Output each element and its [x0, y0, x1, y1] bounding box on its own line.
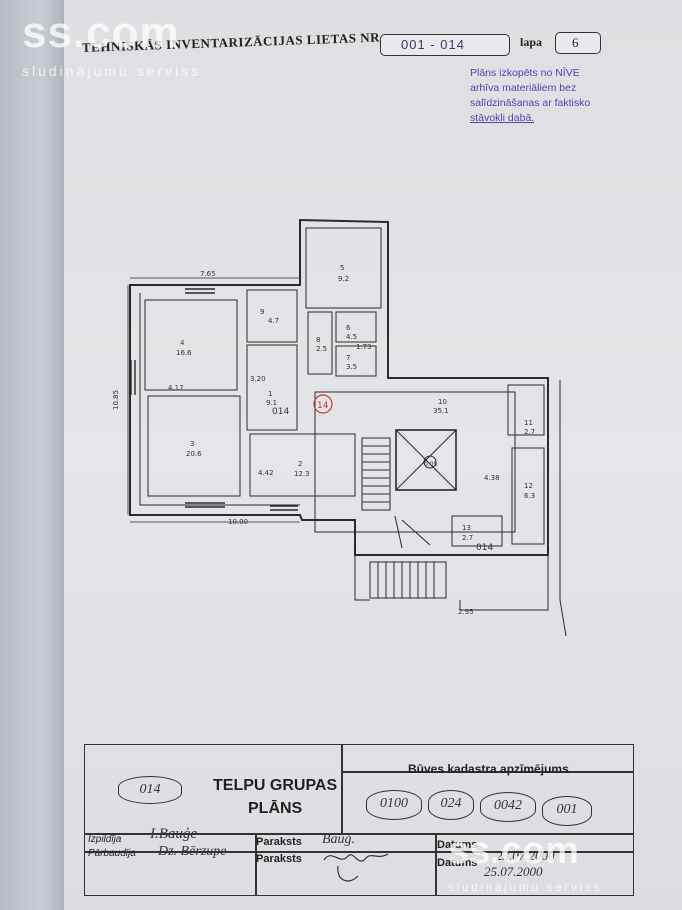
room-3-label: 3 — [190, 440, 194, 448]
stair-core — [395, 429, 457, 491]
stamp-line: arhīva materiāliem bez — [470, 82, 577, 94]
cadastre-part-3: 0042 — [480, 792, 536, 822]
watermark-tagline-top: sludinājumu serviss — [22, 63, 202, 79]
dimension-417: 4.17 — [168, 384, 184, 392]
watermark-logo-bottom: ss.com — [448, 830, 579, 872]
room-4 — [144, 299, 238, 391]
room-4-label: 4 — [180, 339, 185, 347]
watermark-tagline-bottom: sludinājumu serviss — [448, 880, 603, 894]
stamp-line: stāvokli dabā. — [470, 112, 535, 124]
group-subtitle: PLĀNS — [248, 800, 303, 817]
room-11-label: 11 — [524, 419, 533, 427]
room-2-area: 12.3 — [294, 470, 310, 478]
room-13-label: 13 — [462, 524, 471, 532]
marked-room-number: 14 — [317, 401, 329, 411]
room-7 — [335, 345, 377, 377]
room-10 — [314, 391, 516, 533]
page-label: lapa — [520, 35, 543, 49]
room-5-area: 9.2 — [338, 275, 349, 283]
page-number: 6 — [572, 35, 579, 50]
group-014-label-2: 014 — [476, 543, 493, 553]
room-6-label: 6 — [346, 324, 351, 332]
room-7-area: 3.5 — [346, 363, 357, 371]
dimension-top: 7.65 — [200, 270, 216, 278]
room-8-label: 8 — [316, 336, 320, 344]
executed-by-name: I.Bauģe — [150, 826, 198, 842]
room-12 — [511, 447, 545, 545]
dimension-stair: 0.05 — [424, 461, 438, 468]
document-page — [64, 0, 682, 910]
room-8-area: 2.5 — [316, 345, 327, 353]
watermark-logo-top: ss.com — [22, 8, 180, 57]
room-1 — [246, 344, 298, 431]
signature-label-1: Paraksts — [256, 836, 302, 848]
cadastre-label: Būves kadastra apzīmējums — [408, 762, 569, 776]
cadastre-part-4: 001 — [542, 796, 592, 826]
room-13 — [451, 515, 503, 547]
checked-by-name: Dz. Bērzupe — [158, 844, 227, 859]
room-3 — [147, 395, 241, 497]
signature-2 — [323, 853, 389, 882]
checked-by-label: Pārbaudīja — [88, 848, 136, 859]
room-6-area: 4.5 — [346, 333, 357, 341]
signature-1: Bauģ. — [322, 832, 356, 847]
room-9 — [246, 289, 298, 343]
dimension-320: 3.20 — [250, 375, 266, 383]
room-12-label: 12 — [524, 482, 533, 490]
group-title: TELPU GRUPAS — [213, 777, 338, 794]
room-10-area: 35.1 — [433, 407, 449, 415]
date-1: 23.07.2000 — [496, 848, 555, 863]
dimension-bottom: 10.00 — [228, 518, 248, 526]
case-number-box: 001 - 014 — [380, 34, 510, 56]
room-9-label: 9 — [260, 308, 264, 316]
dimension-442: 4.42 — [258, 469, 274, 477]
cadastre-part-2: 024 — [428, 790, 474, 820]
group-number-oval: 014 — [118, 776, 182, 804]
case-number: 001 - 014 — [401, 37, 465, 52]
marked-room-circle — [313, 394, 333, 414]
archive-stamp: Plāns izkopēts no NĪVE arhīva materiālie… — [470, 66, 630, 126]
room-6 — [335, 311, 377, 343]
page-number-box: 6 — [555, 32, 601, 54]
left-page-edge — [0, 0, 70, 910]
dimension-295: 2.95 — [458, 608, 474, 616]
room-5 — [305, 227, 382, 309]
staircase-left — [361, 437, 391, 511]
dimension-173: 1.73 — [356, 343, 372, 351]
room-12-area: 6.3 — [524, 492, 535, 500]
dimension-left: 10.85 — [112, 390, 120, 410]
room-13-area: 2.7 — [462, 534, 473, 542]
room-9-area: 4.7 — [268, 317, 279, 325]
stamp-line: Plāns izkopēts no NĪVE — [470, 67, 580, 79]
date-label-1: Datums — [437, 839, 478, 851]
room-10-label: 10 — [438, 398, 447, 406]
room-11-area: 2.7 — [524, 428, 535, 436]
room-4-area: 16.6 — [176, 349, 192, 357]
signature-label-2: Paraksts — [256, 853, 302, 865]
room-7-label: 7 — [346, 354, 350, 362]
executed-by-label: Izpildīja — [88, 834, 122, 845]
group-014-label: 014 — [272, 407, 289, 417]
room-8 — [307, 311, 333, 375]
dimension-438: 4.38 — [484, 474, 500, 482]
room-2 — [249, 433, 356, 497]
staircase-bottom — [369, 561, 447, 599]
room-11 — [507, 384, 545, 436]
room-1-area: 9.1 — [266, 399, 277, 407]
room-2-label: 2 — [298, 460, 302, 468]
date-2: 25.07.2000 — [484, 864, 543, 879]
cadastre-part-1: 0100 — [366, 790, 422, 820]
room-3-area: 20.6 — [186, 450, 202, 458]
stamp-line: salīdzināšanas ar faktisko — [470, 97, 591, 109]
date-label-2: Datums — [437, 857, 478, 869]
room-1-label: 1 — [268, 390, 272, 398]
room-5-label: 5 — [340, 264, 344, 272]
title-block — [84, 744, 634, 896]
